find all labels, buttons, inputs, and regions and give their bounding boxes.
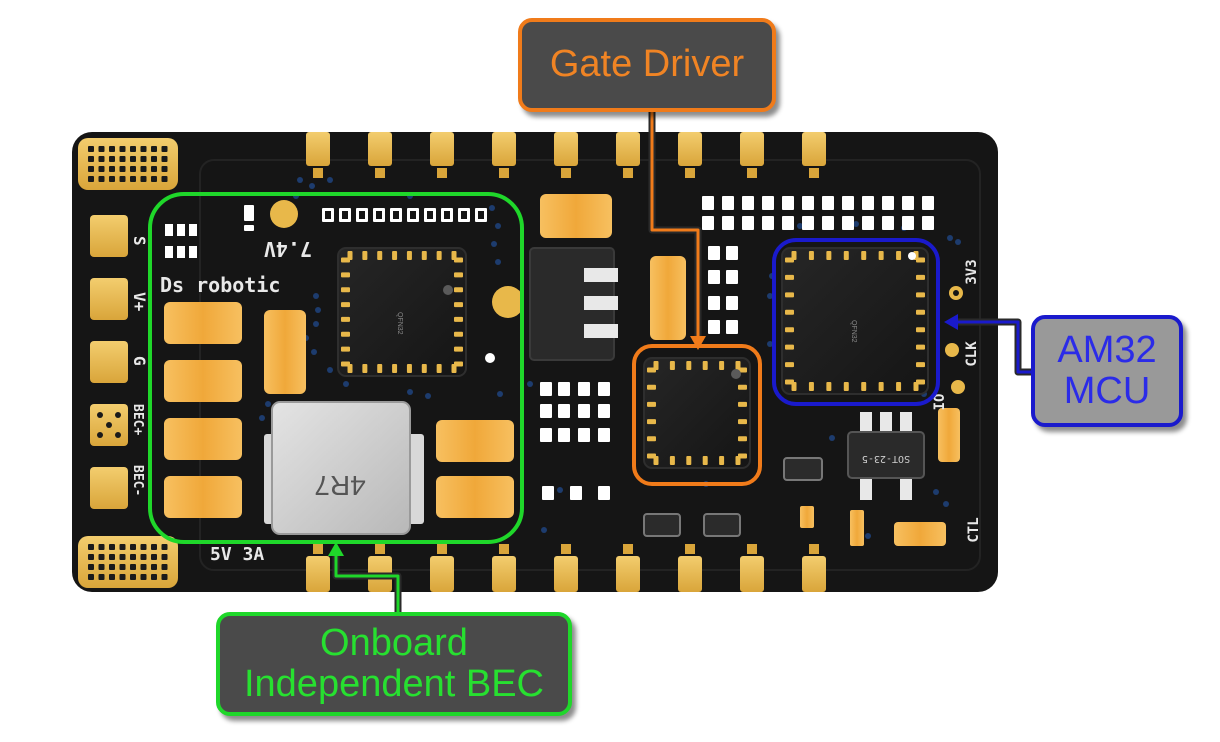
left-pin-labels: S V+ G BEC+ BEC- [130,236,149,496]
gate-driver-chip [643,357,751,469]
via-marker [485,353,495,363]
gate-driver-label: Gate Driver [549,43,745,86]
am32-label-line2: MCU [1063,370,1151,412]
top-left-pad-array [78,138,178,190]
left-signal-pads [90,215,128,509]
bec-tantalum-cap [270,200,298,228]
pin-label-io: IO [932,394,948,411]
bec-regulator-chip: QFN32 [337,247,467,377]
mcu-leader [944,314,1031,376]
bec-chip-label: QFN32 [396,312,403,335]
right-capacitors [800,408,960,546]
am32-mcu-callout: AM32 MCU [1031,315,1183,427]
bec-callout: Onboard Independent BEC [216,612,572,716]
gate-driver-callout: Gate Driver [518,18,776,112]
test-points [945,286,965,394]
power-regulator-package [492,194,618,361]
mcu-highlight-box [772,238,940,406]
bottom-motor-pads [306,544,826,592]
top-motor-pads [306,132,826,178]
sot23-regulator: SOT-23-5 [847,412,925,500]
pin-label-ctl: CTL [966,517,982,542]
inductor-value: 4R7 [314,470,365,501]
silk-voltage: 7.4V [264,237,312,261]
sot-label: SOT-23-5 [862,453,910,464]
pin-label-v: V+ [130,292,149,312]
bec-label-line1: Onboard [320,621,468,664]
gate-driver-leader [648,112,706,350]
pin-label-bec-minus: BEC- [130,465,145,496]
silk-bec-rating: 5V 3A [210,544,264,565]
bec-small-resistors [165,205,254,258]
diodes [643,457,823,537]
pin-label-bec-plus: BEC+ [130,404,145,435]
bec-resistor-row [322,208,487,222]
bec-capacitors [164,302,514,518]
mid-capacitor [650,256,686,340]
am32-label-line1: AM32 [1057,328,1157,371]
mid-small-components [540,246,738,500]
bec-leader [328,542,402,612]
pin-label-s: S [130,236,149,246]
pin-label-clk: CLK [964,341,980,367]
pin-label-g: G [130,356,149,366]
bec-inductor: 4R7 [264,401,424,535]
pin-label-3v3: 3V3 [964,259,980,284]
mcu-chip: QFN32 [781,247,929,395]
bec-label-line2: Independent BEC [243,663,544,705]
mcu-chip-label: QFN32 [850,320,857,343]
silk-brand: Ds robotic [160,273,280,297]
right-resistor-grid [702,196,934,230]
bottom-left-pad-array [78,536,178,588]
